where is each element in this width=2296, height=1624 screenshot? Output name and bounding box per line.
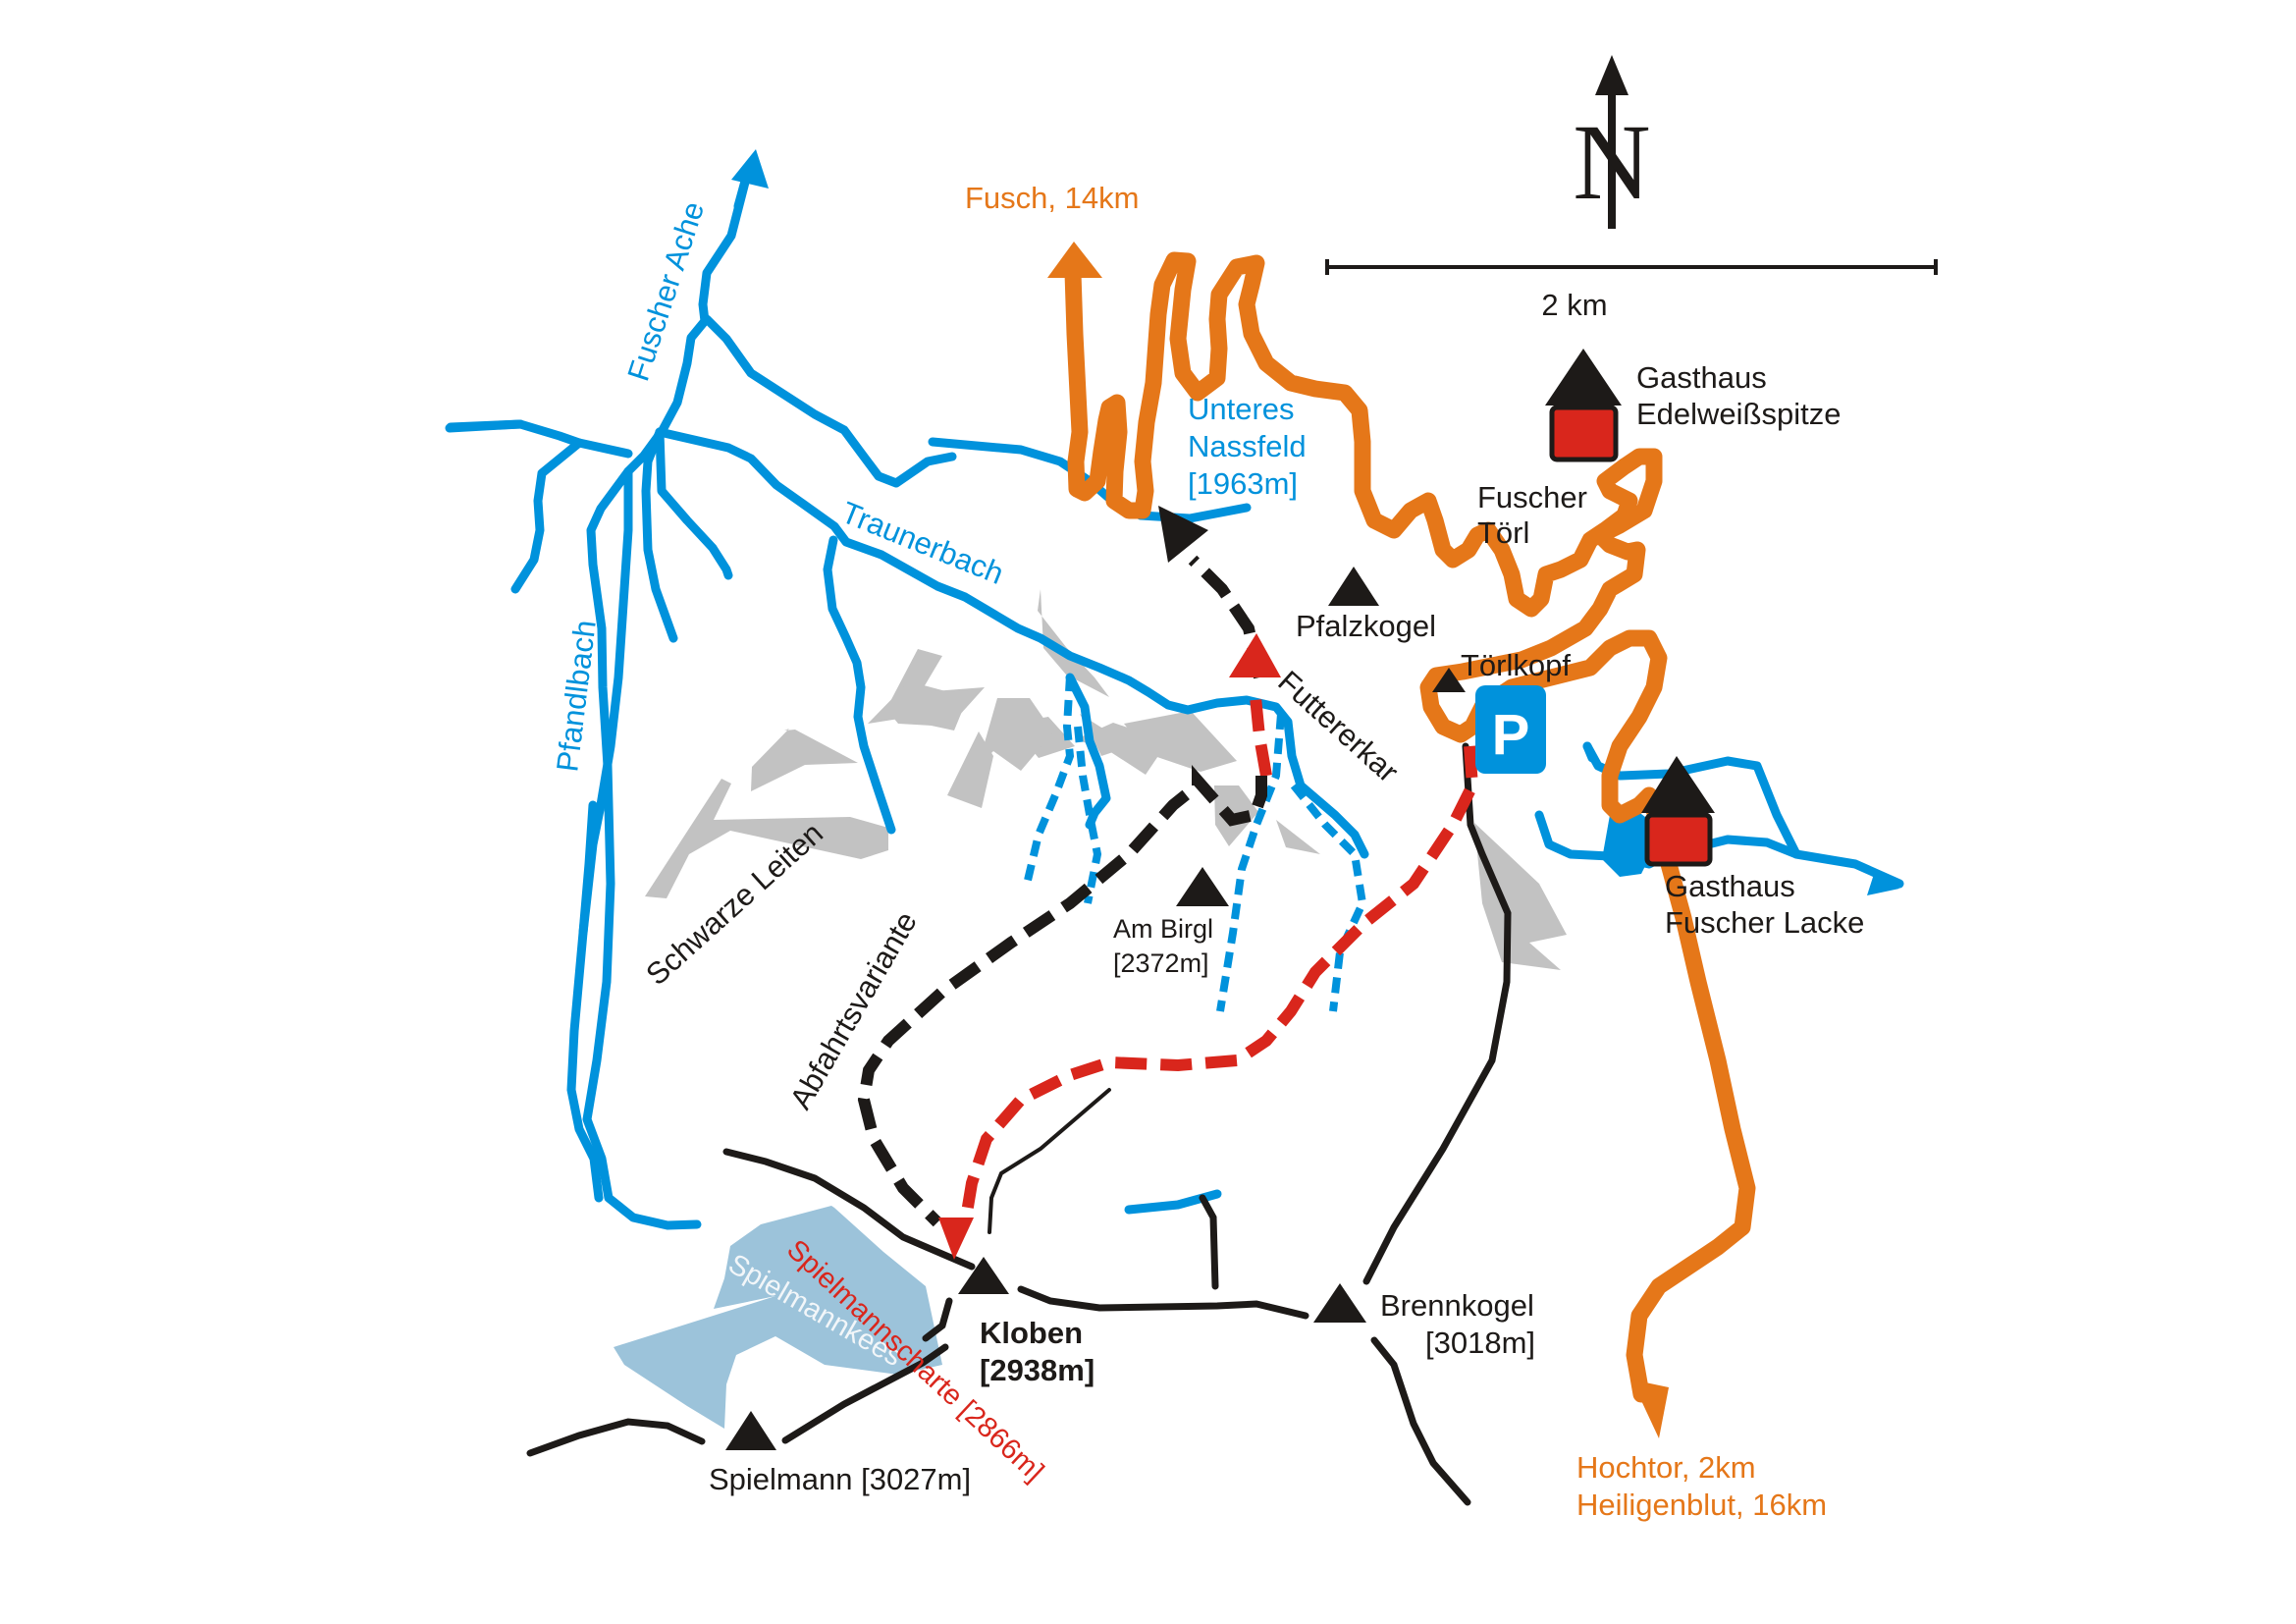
- ridge-kloben-south: [922, 1297, 953, 1342]
- label-am-birgl: Am Birgl: [1113, 914, 1213, 944]
- peak-icon-spielmann: [725, 1411, 776, 1450]
- river-lacke-inflow: [1582, 741, 1801, 859]
- road-arrow-south: [1631, 1380, 1669, 1438]
- peak-icon-toerlkopf: [1432, 668, 1466, 692]
- stream-dashed: [1074, 726, 1102, 904]
- rock-area: [1276, 820, 1320, 854]
- label-toerl: Törl: [1477, 515, 1529, 550]
- river-arrow-fuscher-ache: [731, 149, 769, 189]
- rock-area: [978, 698, 1053, 771]
- ridge-kloben-east: [1017, 1285, 1309, 1320]
- label-brennkogel-altitude: [3018m]: [1425, 1326, 1535, 1360]
- label-pfalzkogel: Pfalzkogel: [1296, 609, 1436, 643]
- north-arrow-icon: N: [1573, 55, 1651, 229]
- label-fuscher-ache: Fuscher Ache: [620, 197, 711, 385]
- rivers: [445, 149, 1904, 1230]
- rock-area: [1474, 823, 1567, 970]
- road-label-fusch: Fusch, 14km: [965, 181, 1139, 215]
- label-am-birgl-altitude: [2372m]: [1113, 948, 1209, 978]
- hut-icon: [1641, 756, 1715, 813]
- road: [1064, 251, 1756, 1403]
- road-label-heiligenblut: Heiligenblut, 16km: [1576, 1488, 1827, 1522]
- road-hochalpenstrasse: [1047, 242, 1756, 1438]
- rock-area: [1124, 711, 1237, 772]
- river-branch: [641, 427, 678, 643]
- peak-icon-pfalzkogel: [1328, 567, 1379, 606]
- peak-icon-brennkogel: [1313, 1283, 1366, 1323]
- hut-icon: [1545, 349, 1622, 406]
- river-pfandlbach: [566, 800, 604, 1203]
- label-hut-edelweiss-2: Edelweißspitze: [1636, 397, 1841, 431]
- rock-area: [947, 731, 993, 808]
- label-kloben-altitude: [2938m]: [980, 1353, 1095, 1387]
- peak-icon-kloben: [958, 1257, 1009, 1294]
- route-descent: [857, 765, 1267, 1227]
- label-kloben: Kloben: [980, 1316, 1083, 1350]
- rock-area: [645, 779, 888, 898]
- label-brennkogel: Brennkogel: [1380, 1288, 1534, 1323]
- scale-bar: 2 km: [1325, 259, 1938, 322]
- label-nassfeld: Nassfeld: [1188, 429, 1307, 463]
- hut-body: [1644, 812, 1713, 867]
- label-unteres: Unteres: [1188, 392, 1295, 426]
- river-lacke-top: [1582, 741, 1597, 763]
- road-label-hochtor: Hochtor, 2km: [1576, 1450, 1756, 1485]
- label-hut-lacke-1: Gasthaus: [1665, 869, 1795, 903]
- river-branch: [1065, 673, 1111, 830]
- glacier-spielmannkees: [614, 1206, 942, 1429]
- stream-dashed: [1290, 783, 1367, 1012]
- lake-fuscher-lacke: [1602, 805, 1651, 877]
- hut-body: [1549, 405, 1619, 462]
- parking-icon: [1475, 685, 1546, 774]
- route-arrow-black-up: [1158, 506, 1208, 563]
- ridge-spielmann-east: [781, 1343, 949, 1444]
- river-branch: [655, 427, 733, 580]
- north-letter: N: [1573, 102, 1650, 222]
- ridges: [526, 742, 1512, 1506]
- ridge-spielmann-west: [526, 1418, 706, 1457]
- ridge-spur: [1199, 1194, 1219, 1290]
- rock-area: [751, 729, 858, 791]
- parking-letter: P: [1492, 703, 1530, 767]
- river-branch: [510, 438, 584, 594]
- route-ascent-upper: [1249, 686, 1272, 778]
- label-hut-edelweiss-1: Gasthaus: [1636, 360, 1767, 395]
- parking-sign: P: [1475, 685, 1546, 774]
- label-schwarze-leiten: Schwarze Leiten: [639, 816, 829, 992]
- dashed-streams: [1022, 675, 1367, 1012]
- stream-dashed: [1022, 675, 1075, 890]
- route-ascent: [961, 745, 1479, 1214]
- label-nassfeld-altitude: [1963m]: [1188, 466, 1298, 501]
- ridge-kloben-north: [988, 1088, 1111, 1234]
- ridge-brennkogel-south: [1370, 1336, 1471, 1506]
- river-arrow-lacke: [1867, 871, 1899, 895]
- stream-dashed: [1216, 713, 1285, 1012]
- label-toerlkopf: Törlkopf: [1461, 648, 1571, 682]
- river-fuscher-ache: [582, 162, 754, 1230]
- label-hut-lacke-2: Fuscher Lacke: [1665, 905, 1864, 940]
- hut-fuscher-lacke: [1641, 756, 1715, 867]
- route-arrow-red-down: [938, 1218, 974, 1260]
- ridge-brennkogel-north: [1362, 742, 1512, 1285]
- hut-edelweissspitze: [1545, 349, 1622, 462]
- rock-area: [868, 681, 968, 731]
- scale-bar-label: 2 km: [1541, 288, 1607, 322]
- river-branch: [823, 535, 896, 835]
- river-nassfeld: [445, 419, 525, 433]
- rock-area: [1080, 714, 1131, 756]
- label-abfahrtsvariante: Abfahrtsvariante: [783, 906, 924, 1115]
- road-arrow-north: [1047, 242, 1102, 278]
- label-spielmann: Spielmann [3027m]: [709, 1462, 971, 1496]
- ski-routes: [857, 506, 1479, 1260]
- river-traunerbach: [655, 427, 1369, 859]
- label-pfandlbach: Pfandlbach: [550, 619, 603, 774]
- river-branch: [702, 314, 957, 488]
- peak-icon-am-birgl: [1176, 867, 1229, 906]
- label-fuscher: Fuscher: [1477, 480, 1587, 514]
- peaks: [725, 567, 1466, 1450]
- ridge-kloben-west: [722, 1148, 976, 1271]
- route-arrow-red-up: [1229, 633, 1281, 677]
